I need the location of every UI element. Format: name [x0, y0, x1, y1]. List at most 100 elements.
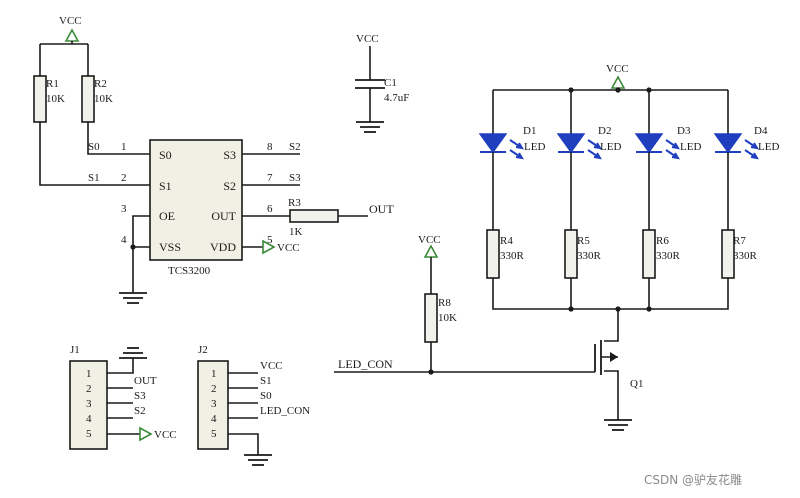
ic-pin-7-num: 7 [267, 172, 273, 184]
ic-pin-s3-name: S3 [223, 148, 236, 162]
net-s2-ic: S2 [289, 141, 301, 153]
d3-ref: D3 [677, 125, 691, 137]
connector-j2: J2 1 2 3 4 5 VCC S1 S0 LED_CON [197, 344, 310, 466]
arrow-icon [610, 352, 618, 362]
mosfet-q1: Q1 [594, 309, 643, 431]
ic-pin-s0-name: S0 [159, 148, 172, 162]
d1-label: LED [524, 141, 545, 153]
led-d1: D1 LED [478, 90, 545, 230]
r3-ref: R3 [288, 197, 301, 209]
d1-ref: D1 [523, 125, 536, 137]
r3-value: 1K [289, 226, 303, 238]
j1-pin-2: 2 [86, 383, 92, 395]
resistor-r6: R6 330R [642, 229, 681, 279]
j2-sig-s1: S1 [260, 375, 272, 387]
j1-sig-out: OUT [134, 375, 157, 387]
resistor-r7: R7 330R [721, 229, 758, 279]
power-arrow-icon [139, 426, 153, 442]
q1-ref: Q1 [630, 378, 643, 390]
r1-ref: R1 [46, 78, 59, 90]
capacitor-c1: VCC C1 4.7uF [355, 33, 409, 133]
r4-value: 330R [500, 250, 525, 262]
r5-value: 330R [577, 250, 602, 262]
j1-pin-5: 5 [86, 428, 92, 440]
d3-label: LED [680, 141, 701, 153]
ic-pin-s2-name: S2 [223, 179, 236, 193]
j2-sig-s0: S0 [260, 390, 272, 402]
power-arrow-icon [64, 28, 80, 42]
ic-tcs3200: S0 S1 OE VSS S3 S2 OUT VDD TCS3200 1 2 3… [121, 139, 273, 277]
ic-pin-2-num: 2 [121, 172, 127, 184]
led-d2: D2 LED [556, 90, 621, 230]
j2-sig-led-con: LED_CON [260, 405, 310, 417]
power-arrow-icon [262, 239, 276, 255]
c1-value: 4.7uF [384, 92, 409, 104]
r4-ref: R4 [500, 235, 513, 247]
d2-ref: D2 [598, 125, 611, 137]
vcc-top-left: VCC [59, 15, 82, 44]
j1-sig-vcc: VCC [154, 429, 177, 441]
r5-ref: R5 [577, 235, 590, 247]
led-d3: D3 LED [634, 90, 701, 230]
r2-ref: R2 [94, 78, 107, 90]
power-arrow-icon [423, 244, 439, 258]
vcc-led-rail: VCC [493, 63, 728, 93]
resistor-r3: R3 1K [288, 197, 339, 238]
net-s1-left: S1 [88, 172, 100, 184]
ic-pin-vss-name: VSS [159, 240, 181, 254]
ic-pin-out-name: OUT [211, 209, 236, 223]
j1-pin-3: 3 [86, 398, 92, 410]
j2-pin-1: 1 [211, 368, 217, 380]
r1-value: 10K [46, 93, 65, 105]
resistor-r5: R5 330R [564, 229, 602, 279]
ic-pin-4-num: 4 [121, 234, 127, 246]
j1-sig-s2: S2 [134, 405, 146, 417]
vcc-label: VCC [59, 15, 82, 27]
j2-pin-4: 4 [211, 413, 217, 425]
resistor-r2: R2 10K [81, 75, 113, 123]
j1-sig-s3: S3 [134, 390, 146, 402]
j2-pin-5: 5 [211, 428, 217, 440]
resistor-r1: R1 10K [33, 75, 65, 123]
r6-ref: R6 [656, 235, 669, 247]
j1-pin-1: 1 [86, 368, 92, 380]
d4-label: LED [758, 141, 779, 153]
led-d4: D4 LED [713, 90, 779, 230]
ic-pin-s1-name: S1 [159, 179, 172, 193]
r6-value: 330R [656, 250, 681, 262]
vcc-label: VCC [418, 234, 441, 246]
ic-pin-8-num: 8 [267, 141, 273, 153]
j1-pin-4: 4 [86, 413, 92, 425]
r7-ref: R7 [733, 235, 746, 247]
vcc-label: VCC [356, 33, 379, 45]
j2-ref: J2 [198, 344, 208, 356]
resistor-r4: R4 330R [486, 229, 525, 279]
ic-pin-5-num: 5 [267, 234, 273, 246]
ic-name: TCS3200 [168, 265, 211, 277]
net-s3-ic: S3 [289, 172, 301, 184]
ic-pin-1-num: 1 [121, 141, 127, 153]
j2-pin-2: 2 [211, 383, 217, 395]
ic-pin-oe-name: OE [159, 209, 175, 223]
vcc-label: VCC [606, 63, 629, 75]
r8-value: 10K [438, 312, 457, 324]
vcc-label: VCC [277, 242, 300, 254]
ic-pin-vdd-name: VDD [210, 240, 236, 254]
d4-ref: D4 [754, 125, 768, 137]
d2-label: LED [600, 141, 621, 153]
ic-pin-3-num: 3 [121, 203, 127, 215]
net-s0-left: S0 [88, 141, 100, 153]
j1-ref: J1 [70, 344, 80, 356]
ic-pin-6-num: 6 [267, 203, 273, 215]
ground-ic [119, 292, 147, 304]
net-out-ic: OUT [369, 202, 394, 216]
j2-sig-vcc: VCC [260, 360, 283, 372]
r8-ref: R8 [438, 297, 451, 309]
c1-ref: C1 [384, 77, 397, 89]
net-led-con: LED_CON [338, 357, 393, 371]
watermark: CSDN @驴友花雕 [644, 472, 742, 487]
connector-j1: J1 1 2 3 4 5 OUT S3 S2 VCC [69, 344, 177, 450]
power-arrow-icon [610, 75, 626, 89]
resistor-r8: VCC R8 10K [418, 234, 457, 372]
